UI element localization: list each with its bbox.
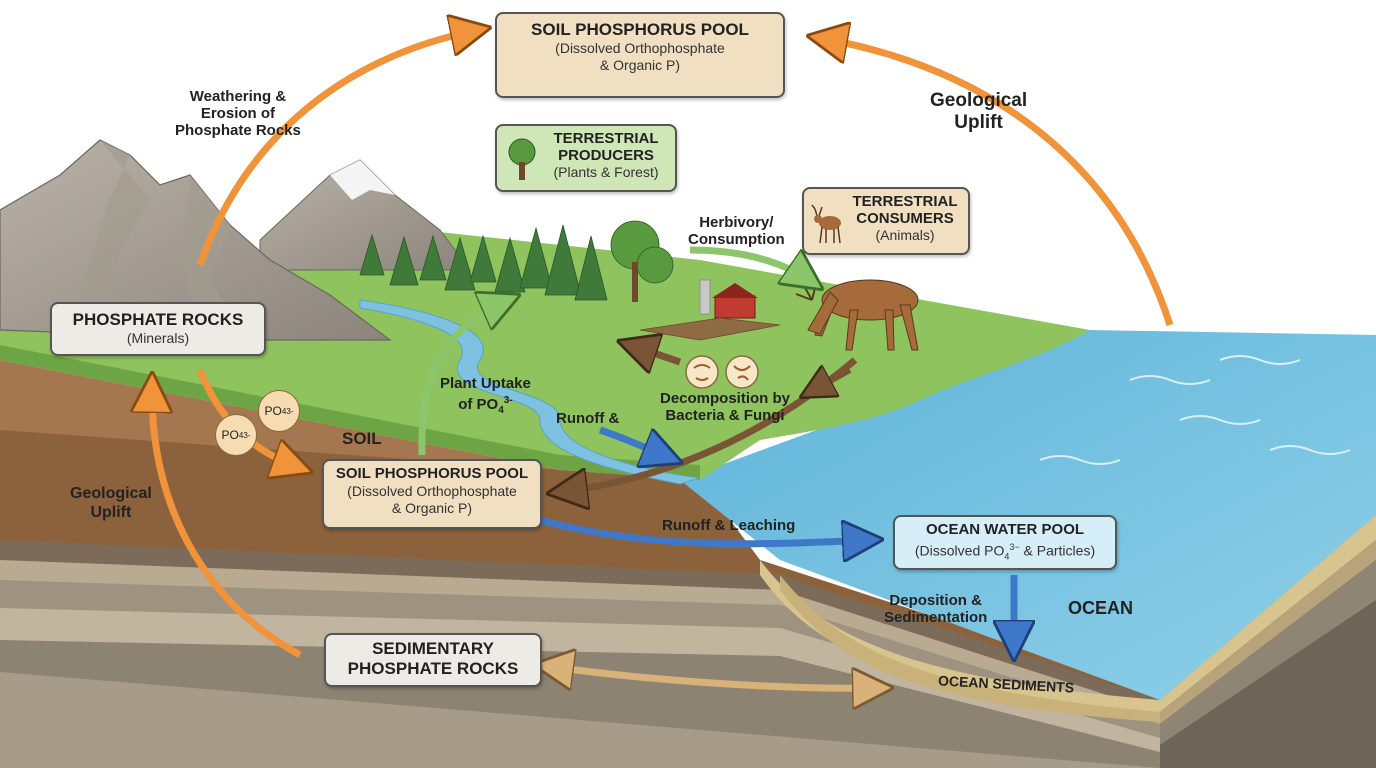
label-superscript: 3-	[503, 395, 513, 406]
plant-uptake-label: Plant Uptake of PO43-	[440, 375, 531, 419]
label-line: of PO43-	[440, 392, 531, 419]
label-line: Sedimentation	[884, 609, 988, 626]
box-title: SOIL PHOSPHORUS POOL	[335, 465, 529, 482]
box-subtitle: (Dissolved Orthophosphate	[347, 483, 517, 499]
ion-text: PO	[264, 404, 282, 418]
box-subtitle: (Plants & Forest)	[553, 164, 659, 180]
ocean-sub-text: (Dissolved PO	[914, 542, 1005, 559]
deposition-label: Deposition & Sedimentation	[884, 592, 987, 626]
terrestrial-consumers-box: TERRESTRIAL CONSUMERS (Animals)	[802, 187, 970, 255]
label-line: Consumption	[688, 231, 785, 248]
label-line: Uplift	[90, 504, 132, 521]
geological-uplift-left-label: Geological Uplift	[70, 484, 152, 522]
runoff-leaching-label: Runoff & Leaching	[662, 517, 796, 534]
soil-phosphorus-pool-top-box: SOIL PHOSPHORUS POOL (Dissolved Orthopho…	[495, 12, 785, 98]
box-subtitle: & Organic P)	[599, 57, 681, 73]
tree-icon	[507, 138, 537, 182]
box-title: OCEAN WATER POOL	[925, 521, 1085, 538]
ion-subscript: 4	[238, 430, 244, 440]
label-line: Uplift	[954, 112, 1003, 133]
box-subtitle: (Dissolved Orthophosphate	[555, 40, 725, 56]
arrow-geological-uplift-left	[152, 385, 302, 659]
runoff-small-label: Runoff &	[556, 410, 620, 427]
label-line: Herbivory/	[699, 214, 774, 231]
arrow-herbivory	[689, 246, 812, 282]
ocean-label: OCEAN	[1068, 598, 1134, 618]
box-title: CONSUMERS	[856, 210, 954, 227]
box-title: PHOSPHATE ROCKS	[72, 310, 244, 329]
label-line: Deposition &	[889, 592, 982, 609]
label-line: Geological	[70, 485, 152, 502]
arrow-sediment-exchange	[560, 668, 880, 688]
arrow-decomposition-to-land	[630, 345, 682, 362]
ion-superscript: 3-	[243, 430, 251, 440]
deer-icon	[810, 197, 846, 247]
label-line: Bacteria & Fungi	[665, 407, 785, 424]
box-subtitle: & Organic P)	[391, 500, 473, 516]
herbivory-label: Herbivory/ Consumption	[688, 214, 785, 248]
ocean-water-pool-box: OCEAN WATER POOL (Dissolved PO43− & Part…	[893, 515, 1117, 570]
phosphate-rocks-box: PHOSPHATE ROCKS (Minerals)	[50, 302, 266, 356]
label-line: Erosion of	[200, 105, 276, 122]
box-title: PRODUCERS	[558, 147, 654, 164]
ion-superscript: 3-	[286, 406, 294, 416]
sedimentary-phosphate-rocks-box: SEDIMENTARY PHOSPHATE ROCKS	[324, 633, 542, 687]
terrestrial-producers-box: TERRESTRIAL PRODUCERS (Plants & Forest)	[495, 124, 677, 192]
arrow-runoff-leaching	[539, 516, 870, 544]
label-line: Plant Uptake	[440, 375, 531, 392]
ion-text: PO	[221, 428, 239, 442]
ocean-sub-superscript: 3−	[1009, 542, 1020, 552]
label-subscript: 4	[498, 405, 504, 416]
ion-subscript: 4	[281, 406, 287, 416]
arrow-weathering	[196, 30, 478, 267]
label-line: Geological	[930, 90, 1028, 111]
arrow-plant-uptake	[418, 300, 508, 456]
box-title: SEDIMENTARY	[372, 639, 494, 658]
box-title: TERRESTRIAL	[852, 193, 958, 210]
box-subtitle: (Minerals)	[126, 330, 190, 346]
arrow-runoff-small	[598, 426, 670, 458]
box-title: SOIL PHOSPHORUS POOL	[531, 20, 749, 39]
arrow-geological-uplift-right	[820, 38, 1174, 327]
geological-uplift-right-label: Geological Uplift	[930, 90, 1027, 134]
soil-phosphorus-pool-box: SOIL PHOSPHORUS POOL (Dissolved Orthopho…	[322, 459, 542, 529]
label-text: of PO	[458, 396, 499, 413]
weathering-label: Weathering & Erosion of Phosphate Rocks	[175, 88, 301, 139]
box-subtitle: (Dissolved PO43− & Particles)	[899, 539, 1111, 565]
ocean-sub-subscript: 4	[1004, 551, 1010, 562]
label-line: Phosphate Rocks	[175, 122, 301, 139]
decomposition-label: Decomposition by Bacteria & Fungi	[660, 390, 790, 424]
box-title: PHOSPHATE ROCKS	[347, 659, 519, 678]
box-subtitle: (Animals)	[875, 227, 935, 243]
box-title: TERRESTRIAL	[553, 130, 659, 147]
label-line: Weathering &	[189, 88, 287, 105]
ocean-sub-text: & Particles)	[1019, 542, 1096, 559]
soil-label: SOIL	[342, 429, 382, 448]
arrow-deer-to-decomp	[810, 370, 852, 392]
label-line: Decomposition by	[660, 390, 791, 407]
